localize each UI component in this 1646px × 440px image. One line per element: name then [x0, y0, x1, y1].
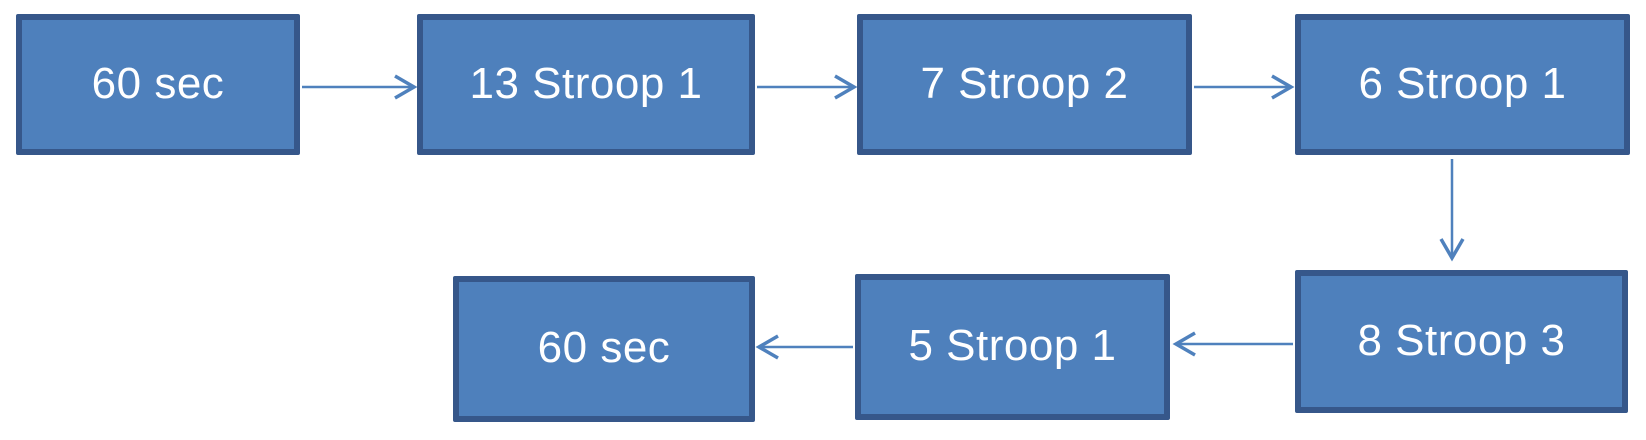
arrow-stroop-6-1-to-stroop-8-3: [1439, 159, 1465, 262]
flow-node-label: 6 Stroop 1: [1358, 58, 1567, 108]
flow-node-rest-start: 60 sec: [16, 14, 300, 155]
flow-node-label: 7 Stroop 2: [920, 58, 1129, 108]
flow-node-stroop-6-1: 6 Stroop 1: [1295, 14, 1630, 155]
arrowhead-icon: [1439, 238, 1465, 262]
flow-node-label: 13 Stroop 1: [469, 58, 703, 108]
arrowhead-icon: [1172, 331, 1196, 357]
arrowhead-icon: [1271, 74, 1295, 100]
arrow-stroop-8-3-to-stroop-5-1: [1172, 331, 1293, 357]
flow-node-stroop-8-3: 8 Stroop 3: [1295, 270, 1628, 413]
flow-node-label: 8 Stroop 3: [1357, 315, 1566, 365]
arrowhead-icon: [755, 334, 779, 360]
arrowhead-icon: [394, 74, 418, 100]
flow-node-stroop-13-1: 13 Stroop 1: [417, 14, 755, 155]
flow-node-label: 60 sec: [537, 323, 671, 372]
arrowhead-icon: [834, 74, 858, 100]
arrow-rest-start-to-stroop-13-1: [302, 74, 418, 100]
arrow-stroop-13-1-to-stroop-7-2: [757, 74, 858, 100]
flow-node-label: 60 sec: [91, 58, 225, 108]
flow-node-label: 5 Stroop 1: [908, 321, 1117, 370]
flow-node-rest-end: 60 sec: [453, 276, 755, 422]
flow-node-stroop-5-1: 5 Stroop 1: [855, 274, 1170, 420]
arrow-stroop-5-1-to-rest-end: [755, 334, 853, 360]
arrow-stroop-7-2-to-stroop-6-1: [1194, 74, 1295, 100]
flow-node-stroop-7-2: 7 Stroop 2: [857, 14, 1192, 155]
